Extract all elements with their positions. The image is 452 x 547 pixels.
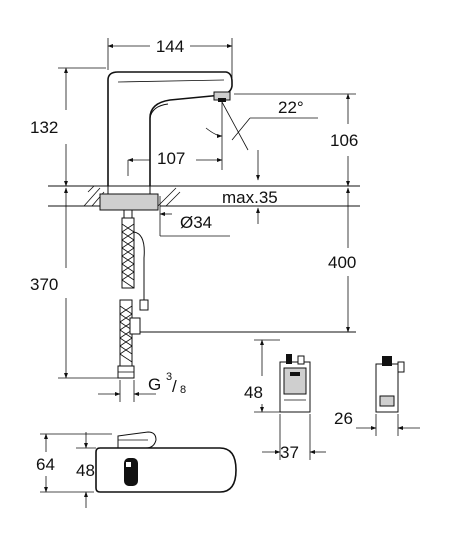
label-top-width: 48	[76, 461, 95, 480]
label-reach: 107	[157, 149, 185, 168]
dim-spray-angle: 22°	[205, 98, 318, 170]
label-thread-denominator: 8	[180, 384, 186, 396]
dim-total-height: 370	[30, 187, 120, 379]
label-thread-slash: /	[172, 377, 177, 396]
dim-top-length: 64	[36, 433, 112, 493]
dim-spout-width: 144	[107, 37, 233, 78]
control-box-front	[279, 354, 311, 413]
label-box-height: 48	[244, 383, 263, 402]
faucet-side-view	[107, 71, 233, 186]
dim-body-height: 132	[30, 67, 106, 187]
label-hole-diameter: Ø34	[180, 213, 212, 232]
dim-connection-thread: G 3 / 8	[98, 371, 186, 402]
braided-hose-upper	[121, 217, 135, 289]
label-thread-letter: G	[148, 375, 161, 394]
countertop	[48, 185, 360, 211]
spout-outlet	[213, 91, 231, 102]
dim-outlet-height: 106	[234, 93, 358, 187]
dim-top-width: 48	[76, 432, 96, 508]
label-deck-thickness: max.35	[222, 188, 278, 207]
label-top-length: 64	[36, 455, 55, 474]
dim-box-height: 48	[244, 339, 280, 413]
dim-reach: 107	[127, 149, 223, 176]
label-box-depth: 26	[334, 409, 353, 428]
dim-box-width: 37	[262, 414, 326, 462]
dim-hose-length: 400	[328, 187, 356, 333]
label-thread-numerator: 3	[166, 371, 172, 383]
braided-hose-lower	[119, 299, 133, 367]
label-spray-angle: 22°	[278, 98, 304, 117]
dim-hole-diameter: Ø34	[159, 196, 230, 237]
supply-hoses	[117, 209, 356, 379]
label-outlet-height: 106	[330, 131, 358, 150]
label-total-height: 370	[30, 275, 58, 294]
label-box-width: 37	[280, 443, 299, 462]
label-body-height: 132	[30, 118, 58, 137]
label-spout-width: 144	[156, 37, 184, 56]
control-box-side	[375, 356, 405, 413]
label-hose-length: 400	[328, 253, 356, 272]
faucet-top-view	[95, 431, 237, 493]
dim-box-depth: 26	[334, 409, 420, 436]
dim-deck-thickness: max.35	[222, 188, 278, 224]
